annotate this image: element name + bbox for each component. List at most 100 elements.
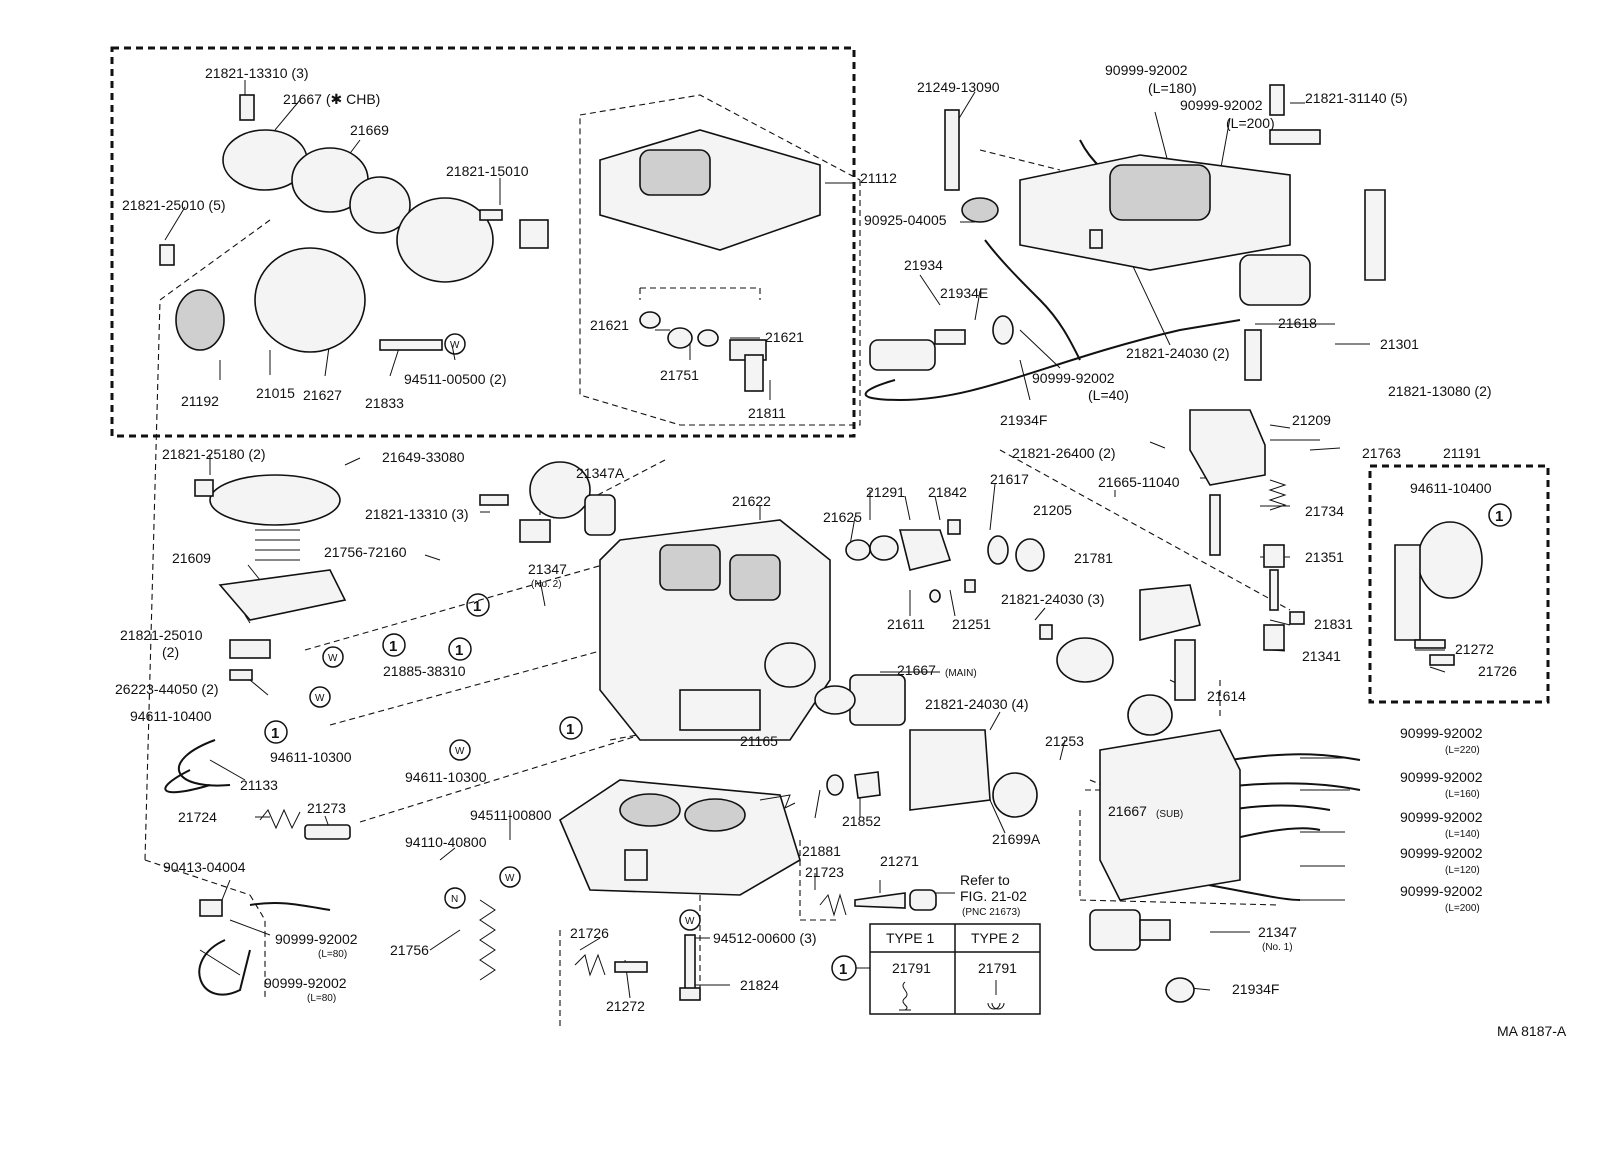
callout-label: 21249-13090 [917,79,1000,95]
dashed-group-box-right [1368,464,1550,704]
callout-label: 21669 [350,122,389,138]
callout-label: 21347A [576,465,625,481]
callout-label: 90999-92002 [1400,809,1483,825]
washer-symbol: W [315,693,325,704]
callout-label: 21934F [1000,412,1047,428]
type-table-symbol: 1 [839,961,847,978]
callout-label: 94611-10400 [1410,480,1492,496]
callout-label: 21821-25010 (5) [122,197,226,213]
callout-label: 21756-72160 [324,544,407,560]
nut-symbols: N [444,887,466,909]
callout-label: 21934E [940,285,988,301]
callout-label: 21609 [172,550,211,566]
callout-label: 21821-13310 (3) [365,506,469,522]
callout-label: 21611 [887,616,925,632]
callout-label: 21831 [1314,616,1353,632]
washer-symbol: W [685,916,695,927]
callout-label: 90999-92002 [1400,769,1483,785]
clip-type2-icon [987,980,1005,1010]
callout-label: 21667 [1108,803,1147,819]
callout-label: 21824 [740,977,779,993]
callout-label: 21192 [181,393,219,409]
callout-label: 90999-92002 [1400,883,1483,899]
callout-label: 21618 [1278,315,1317,331]
callout-label: 21667 (✱ CHB) [283,91,380,107]
callout-label: 94611-10300 [270,749,352,765]
callout-label: 21622 [732,493,771,509]
callout-label: 21301 [1380,336,1419,352]
callout-label: 21756 [390,942,429,958]
callout-label: 21209 [1292,412,1331,428]
callout-label: Refer to [960,872,1010,888]
callout-label: 21251 [952,616,991,632]
callout-label: 21852 [842,813,881,829]
callout-label: 90413-04004 [163,859,246,875]
callout-label: 26223-44050 (2) [115,681,219,697]
callout-label: 21625 [823,509,862,525]
circle-one-symbol: 1 [1495,508,1503,525]
callout-label: 21341 [1302,648,1341,664]
callout-label: 21751 [660,367,699,383]
washer-symbol: W [328,653,338,664]
circle-one-symbol: 1 [455,642,463,659]
circle-one-symbol: 1 [566,721,574,738]
callout-label: 90999-92002 [1400,845,1483,861]
callout-label: 21271 [880,853,919,869]
circle-one-symbol: 1 [389,638,397,655]
washer-symbol: W [450,340,460,351]
callout-labels: 21821-13310 (3) 21667 (✱ CHB) 21669 2182… [115,62,1517,1014]
callout-label: 21821-31140 (5) [1305,90,1407,106]
callout-label: 90999-92002 [1032,370,1115,386]
callout-label: 21821-25180 (2) [162,446,266,462]
callout-label: 21133 [240,777,278,793]
callout-label: 21763 [1362,445,1401,461]
callout-label: 21205 [1033,502,1072,518]
callout-label: 21821-25010 [120,627,203,643]
callout-sublabel: (L=80) [318,949,347,960]
callout-label: 21667 [897,662,936,678]
type-table-header-1: TYPE 1 [886,930,934,946]
callout-label: 21934 [904,257,943,273]
callout-label: 94611-10300 [405,769,487,785]
callout-sublabel: (L=140) [1445,829,1480,840]
callout-label: 21273 [307,800,346,816]
callout-label: 21621 [590,317,629,333]
callout-label: 21347 [528,561,567,577]
callout-label: 94511-00500 (2) [404,371,506,387]
callout-sublabel: (No. 2) [531,579,562,590]
leader-lines [164,80,1446,999]
callout-label: 21351 [1305,549,1344,565]
part-drawings [159,84,1483,1003]
callout-label: 21291 [866,484,905,500]
washer-symbols: W W W W W W [309,333,701,931]
callout-label: 94110-40800 [405,834,487,850]
callout-label: 21734 [1305,503,1344,519]
clip-type1-icon [899,981,911,1011]
dashed-group-box-top-left [110,46,856,438]
type-table-header-2: TYPE 2 [971,930,1019,946]
callout-label: 21833 [365,395,404,411]
callout-label: 94511-00800 [470,807,552,823]
callout-label: 94512-00600 (3) [713,930,817,946]
callout-label: 21272 [606,998,645,1014]
callout-label: 90999-92002 [275,931,358,947]
callout-label: 21821-13310 (3) [205,65,309,81]
callout-label: 21724 [178,809,217,825]
callout-label: 21885-38310 [383,663,466,679]
callout-label: 90925-04005 [864,212,947,228]
callout-label: 21015 [256,385,295,401]
callout-label: 21842 [928,484,967,500]
callout-label: (L=200) [1226,115,1275,131]
diagram-id: MA 8187-A [1497,1023,1567,1039]
callout-label: 21649-33080 [382,449,465,465]
callout-label: 21726 [570,925,609,941]
callout-label: 21614 [1207,688,1246,704]
callout-label: 21821-13080 (2) [1388,383,1492,399]
callout-sublabel: (L=120) [1445,865,1480,876]
washer-symbol: W [505,873,515,884]
type-table: TYPE 1 TYPE 2 21791 21791 1 [831,923,1041,1015]
callout-label: 21821-24030 (2) [1126,345,1230,361]
callout-sublabel: (L=200) [1445,903,1480,914]
callout-label: 21821-24030 (3) [1001,591,1105,607]
